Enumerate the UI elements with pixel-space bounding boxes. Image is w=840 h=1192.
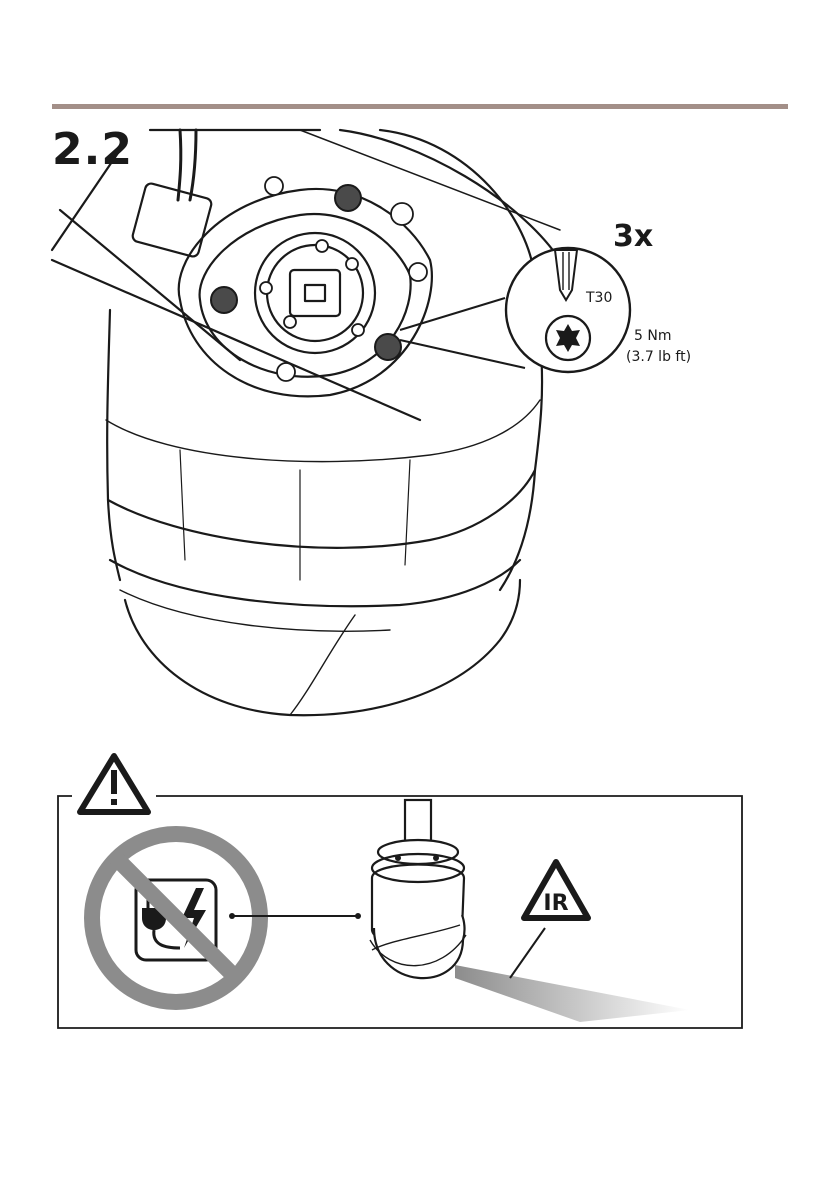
warning-triangle-icon <box>80 756 148 812</box>
torque-metric: 5 Nm <box>634 329 671 343</box>
screw-quantity: 3x <box>613 222 653 252</box>
torque-imperial: (3.7 lb ft) <box>626 350 691 364</box>
ir-label: IR <box>543 891 568 916</box>
tool-size: T30 <box>586 291 612 305</box>
ir-warning-icon: IR <box>524 862 588 918</box>
no-power-icon <box>92 834 260 1002</box>
torx-recess-icon <box>546 316 590 360</box>
